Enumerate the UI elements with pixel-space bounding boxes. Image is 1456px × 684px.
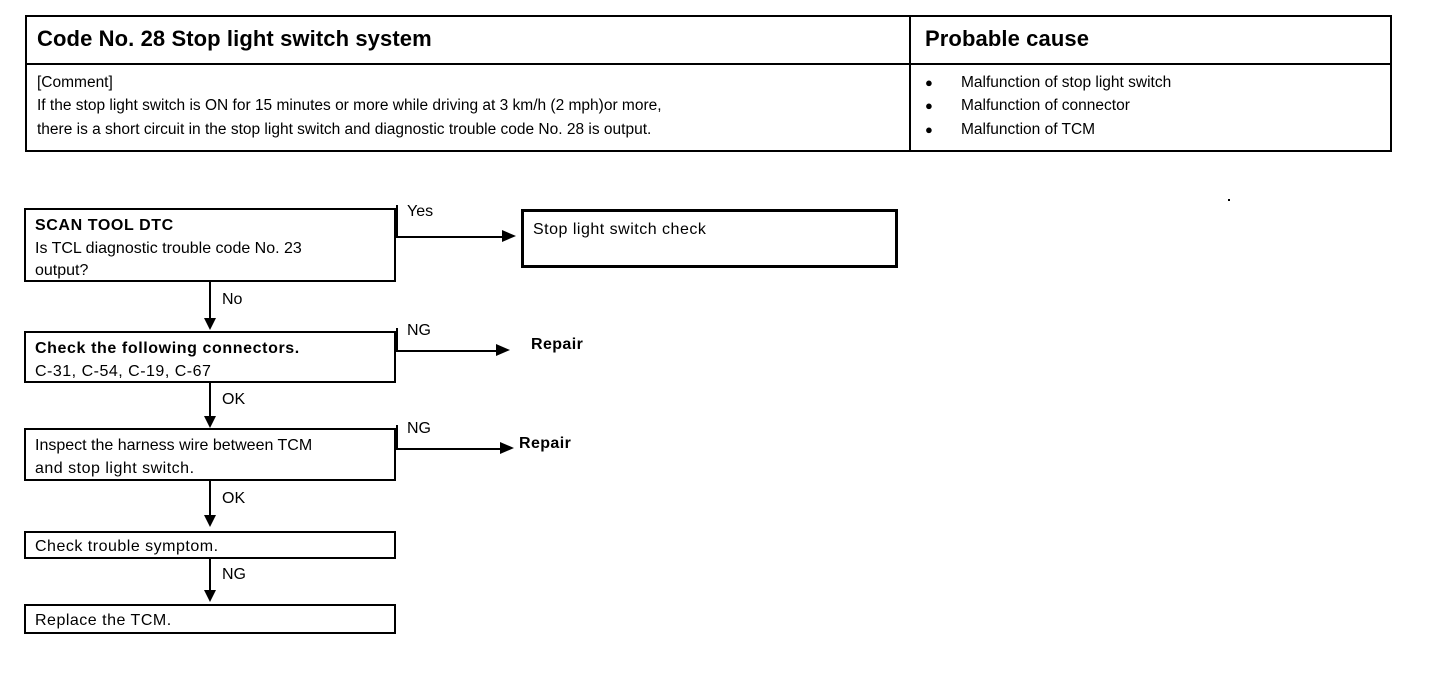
- cause-text: Malfunction of TCM: [961, 120, 1096, 138]
- scan-tool-dtc-title: SCAN TOOL DTC: [35, 217, 174, 234]
- check-trouble-symptom-title: Check trouble symptom.: [35, 538, 219, 555]
- dtc-summary-table: Code No. 28 Stop light switch system Pro…: [25, 15, 1392, 152]
- edge-ng-connectors-riser: [396, 328, 398, 352]
- edge-label-ok-connectors: OK: [222, 391, 246, 408]
- table-header-row: Code No. 28 Stop light switch system Pro…: [27, 17, 1390, 65]
- table-body-row: [Comment] If the stop light switch is ON…: [27, 64, 1390, 150]
- list-item: ● Malfunction of stop light switch: [925, 71, 1380, 95]
- flow-box-inspect-harness: Inspect the harness wire between TCM and…: [24, 428, 396, 481]
- cause-text: Malfunction of stop light switch: [961, 73, 1172, 91]
- edge-label-ng-symptom: NG: [222, 566, 246, 583]
- edge-ng-harness-riser: [396, 425, 398, 450]
- stop-light-switch-check-title: Stop light switch check: [533, 221, 707, 238]
- scan-tool-dtc-line-3: output?: [35, 262, 89, 280]
- edge-label-no: No: [222, 291, 243, 308]
- probable-cause-title: Probable cause: [925, 26, 1090, 51]
- replace-tcm-title: Replace the TCM.: [35, 612, 172, 629]
- flow-box-scan-tool-dtc: SCAN TOOL DTC Is TCL diagnostic trouble …: [24, 208, 396, 282]
- edge-ok-connectors-line: [209, 383, 211, 417]
- inspect-harness-title: Inspect the harness wire between TCM: [35, 437, 313, 454]
- comment-label: [Comment]: [37, 73, 113, 91]
- edge-label-ng-connectors: NG: [407, 322, 431, 339]
- bullet-icon: ●: [925, 74, 933, 90]
- edge-label-yes: Yes: [407, 203, 434, 220]
- comment-line-1: If the stop light switch is ON for 15 mi…: [37, 97, 662, 115]
- edge-ng-symptom-arrowhead: [204, 590, 216, 602]
- edge-ok-harness-arrowhead: [204, 515, 216, 527]
- edge-ok-connectors-arrowhead: [204, 416, 216, 428]
- comment-cell: [Comment] If the stop light switch is ON…: [27, 64, 911, 150]
- flow-box-check-trouble-symptom: Check trouble symptom.: [24, 531, 396, 559]
- terminal-repair-harness: Repair: [519, 435, 572, 452]
- scan-tool-dtc-line-2: Is TCL diagnostic trouble code No. 23: [35, 239, 302, 257]
- check-connectors-line-2: C-31, C-54, C-19, C-67: [35, 362, 212, 380]
- edge-yes-arrowhead: [502, 230, 516, 242]
- edge-no-line: [209, 282, 211, 319]
- flow-box-check-connectors: Check the following connectors. C-31, C-…: [24, 331, 396, 383]
- bullet-icon: ●: [925, 121, 933, 137]
- check-connectors-title: Check the following connectors.: [35, 340, 300, 357]
- edge-yes-line: [396, 236, 502, 238]
- edge-ng-connectors-arrowhead: [496, 344, 510, 356]
- terminal-repair-connectors: Repair: [531, 336, 584, 353]
- edge-yes-riser: [396, 205, 398, 238]
- inspect-harness-line-2: and stop light switch.: [35, 459, 195, 477]
- flow-box-replace-tcm: Replace the TCM.: [24, 604, 396, 634]
- list-item: ● Malfunction of TCM: [925, 118, 1380, 142]
- edge-ng-symptom-line: [209, 559, 211, 591]
- probable-cause-cell: ● Malfunction of stop light switch ● Mal…: [911, 65, 1390, 150]
- edge-ng-connectors-line: [396, 350, 496, 352]
- edge-ng-harness-arrowhead: [500, 442, 514, 454]
- comment-line-2: there is a short circuit in the stop lig…: [37, 120, 652, 138]
- code-title: Code No. 28 Stop light switch system: [37, 26, 432, 51]
- edge-ng-harness-line: [396, 448, 500, 450]
- edge-label-ok-harness: OK: [222, 490, 246, 507]
- edge-no-arrowhead: [204, 318, 216, 330]
- probable-cause-list: ● Malfunction of stop light switch ● Mal…: [925, 71, 1380, 142]
- header-cell-cause: Probable cause: [911, 17, 1390, 63]
- edge-ok-harness-line: [209, 481, 211, 516]
- list-item: ● Malfunction of connector: [925, 94, 1380, 118]
- header-cell-code: Code No. 28 Stop light switch system: [27, 17, 911, 63]
- flow-box-stop-light-switch-check: Stop light switch check: [521, 209, 898, 268]
- print-speck: [1228, 199, 1230, 201]
- edge-label-ng-harness: NG: [407, 420, 431, 437]
- cause-text: Malfunction of connector: [961, 97, 1130, 115]
- bullet-icon: ●: [925, 98, 933, 114]
